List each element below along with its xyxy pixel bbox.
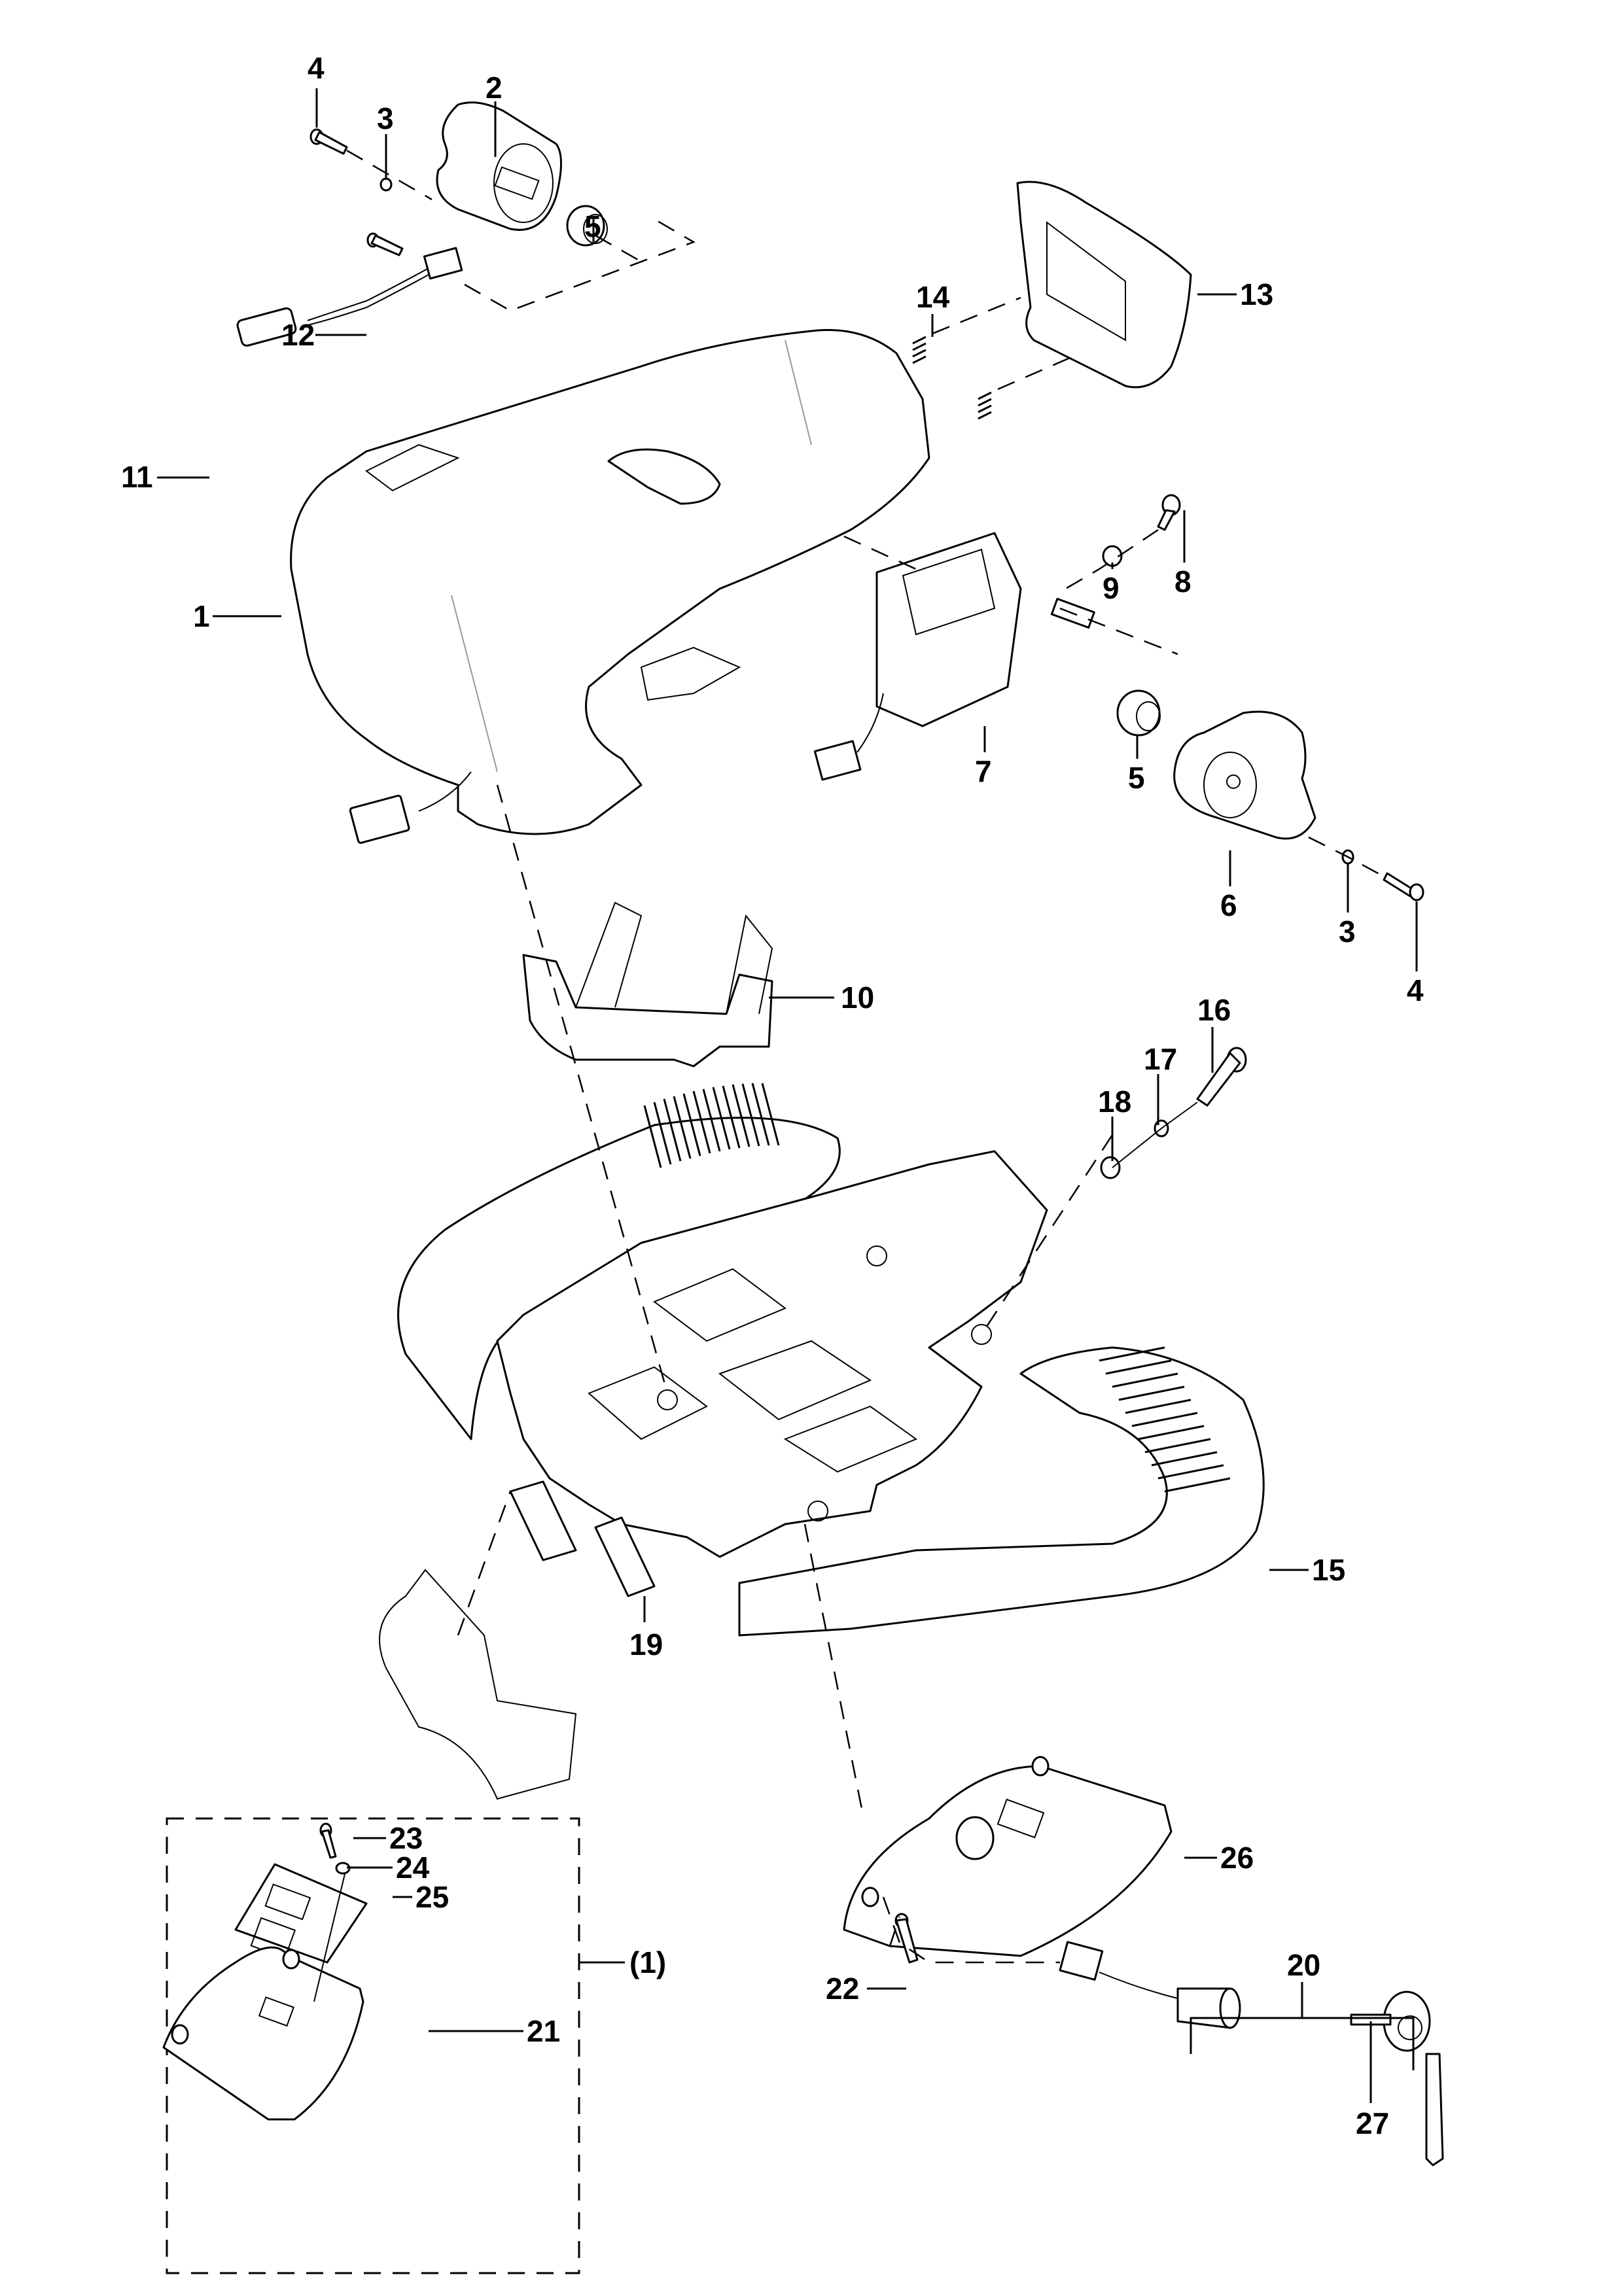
part-circuit-board-25 (234, 1863, 368, 1964)
assembly-line (803, 1523, 865, 1819)
assembly-line (1112, 1102, 1198, 1168)
callout-kit-1: (1) (629, 1945, 666, 1979)
assembly-line (464, 218, 696, 312)
callout-25: 25 (415, 1880, 449, 1914)
part-bolt-16 (1196, 1047, 1247, 1107)
callout-21: 21 (527, 2014, 560, 2048)
callout-2: 2 (485, 71, 503, 105)
assembly-line (346, 149, 432, 201)
callout-16: 16 (1197, 993, 1231, 1027)
part-bushing-5-top (566, 205, 608, 247)
callout-1: 1 (193, 599, 210, 633)
part-cable-tray-10 (522, 901, 773, 1068)
part-tiller-handle-15 (397, 1117, 1265, 1637)
part-cover-connector (349, 771, 472, 844)
callout-8: 8 (1174, 565, 1192, 599)
part-flat-washer-18 (1100, 1156, 1121, 1179)
part-bushing-5-right (1116, 689, 1161, 737)
callout-5b: 5 (1128, 761, 1145, 795)
callout-4b: 4 (1407, 973, 1424, 1007)
callout-17: 17 (1144, 1042, 1177, 1076)
callout-15: 15 (1312, 1553, 1345, 1587)
callout-7: 7 (975, 754, 992, 788)
ghost-motor-outline (379, 1569, 577, 1800)
callout-18: 18 (1098, 1085, 1131, 1119)
assembly-line (1308, 836, 1385, 878)
assembly-line (997, 355, 1074, 391)
part-bottom-cover-26 (843, 1756, 1173, 1957)
callout-labels: 4 3 2 5 12 11 1 13 14 8 9 7 5 6 3 4 10 1… (121, 51, 1424, 2140)
assembly-line (313, 1873, 345, 2002)
callout-11: 11 (121, 460, 153, 494)
assembly-line (457, 1491, 512, 1636)
grip-left (643, 1083, 780, 1168)
part-screw-4-right (1383, 872, 1424, 901)
callout-9: 9 (1103, 571, 1120, 605)
callout-23: 23 (389, 1821, 423, 1855)
callout-6: 6 (1220, 888, 1237, 922)
part-key-switch-20 (1059, 1941, 1241, 2029)
callout-4: 4 (308, 51, 325, 85)
part-plate-19 (509, 1480, 656, 1597)
callout-3: 3 (377, 101, 394, 135)
part-screw-23 (319, 1822, 337, 1859)
callout-26: 26 (1220, 1841, 1254, 1875)
grip-right (1099, 1346, 1231, 1493)
callout-20: 20 (1287, 1948, 1320, 1982)
callout-leaders (157, 88, 1418, 2103)
callout-27: 27 (1356, 2106, 1389, 2140)
part-screw-4-top (309, 128, 348, 155)
assembly-line (980, 1134, 1114, 1335)
callout-22: 22 (826, 1972, 859, 2006)
assembly-line (785, 339, 812, 445)
callout-5: 5 (584, 209, 601, 243)
assembly-line (595, 234, 642, 263)
part-screw-8 (1157, 494, 1181, 531)
callout-24: 24 (396, 1851, 430, 1885)
callout-14: 14 (916, 280, 950, 314)
assembly-line (843, 535, 917, 570)
part-switch-harness-11 (236, 247, 463, 347)
part-butterfly-2 (436, 101, 562, 231)
part-butterfly-6 (1173, 710, 1316, 840)
assembly-line (882, 1896, 1060, 1964)
part-cover-top-1 (290, 328, 930, 835)
callout-10: 10 (841, 981, 874, 1015)
part-potentiometer-7 (813, 532, 1095, 781)
part-spring-14 (912, 336, 992, 420)
assembly-line (932, 296, 1021, 335)
callout-12: 12 (281, 318, 315, 352)
part-washer-3-top (380, 177, 393, 192)
assembly-line (451, 595, 498, 773)
part-screw-12 (366, 232, 404, 256)
callout-19: 19 (629, 1627, 663, 1661)
assembly-line (1059, 529, 1159, 593)
callout-3b: 3 (1339, 914, 1356, 948)
part-belly-button-13 (1016, 181, 1192, 389)
assembly-line (496, 784, 669, 1394)
assembly-line (1059, 607, 1178, 655)
part-bottom-cover-21 (162, 1946, 364, 2121)
callout-13: 13 (1240, 277, 1273, 311)
